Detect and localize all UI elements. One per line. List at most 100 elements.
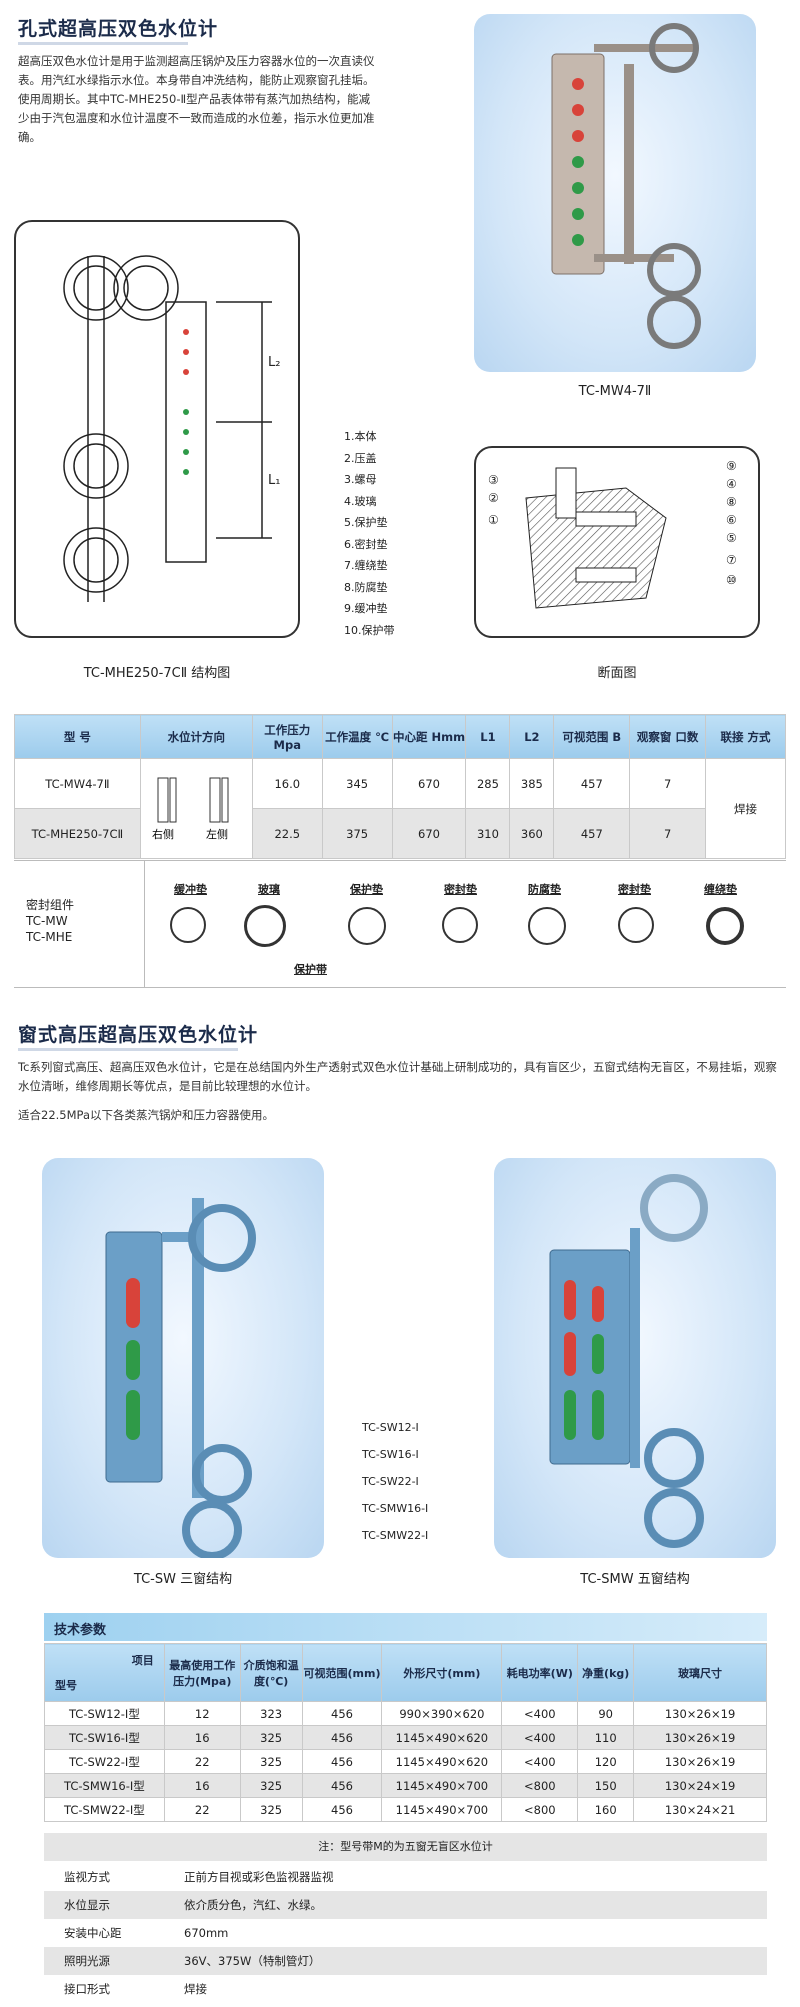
power-cell: <400 <box>501 1725 579 1750</box>
header-item-label: 项目 <box>131 1654 154 1667</box>
tc-sw-device-illustration <box>105 1198 256 1558</box>
kv-row-display: 水位显示 依介质分色，汽红、水绿。 <box>44 1891 767 1919</box>
direction-right-label: 右侧 <box>152 827 174 841</box>
col-header: 型 号 <box>14 714 141 759</box>
pressure-cell: 22.5 <box>251 808 323 859</box>
cross-section-frame: ③ ② ① ⑨ ④ ⑧ ⑥ ⑤ ⑦ ⑩ <box>474 446 760 638</box>
spec-table-1: 型 号 水位计方向 工作压力 Mpa 工作温度 ℃ 中心距 Hmm L1 L2 … <box>14 714 786 859</box>
structure-diagram: L₂ L₁ <box>63 255 280 602</box>
dim-l2-label: L₂ <box>268 355 280 370</box>
glass-cell: 130×24×19 <box>633 1773 767 1798</box>
pressure-cell: 16 <box>163 1725 241 1750</box>
seal-ring-protect <box>348 907 386 945</box>
seal-item-label: 缓冲垫 <box>174 883 207 896</box>
col-header: L2 <box>509 714 555 759</box>
model-cell: TC-MW4-7Ⅱ <box>14 758 141 809</box>
weight-cell: 90 <box>577 1701 635 1726</box>
seal-ring-gasket-2 <box>618 907 654 943</box>
col-header: 外形尺寸(mm) <box>381 1643 503 1702</box>
marker-left: ③ <box>488 473 499 487</box>
photo-tc-smw <box>494 1158 776 1558</box>
section2-description: Tc系列窗式高压、超高压双色水位计，它是在总结国内外生产透射式双色水位计基础上研… <box>18 1060 777 1093</box>
view-cell: 457 <box>553 808 631 859</box>
kv-row-monitor: 监视方式 正前方目视或彩色监视器监视 <box>44 1863 767 1891</box>
windows-cell: 7 <box>629 808 707 859</box>
col-header: 水位计方向 <box>139 714 253 759</box>
l1-cell: 310 <box>465 808 511 859</box>
section1-title: 孔式超高压双色水位计 <box>18 18 219 40</box>
col-header: 工作压力 Mpa <box>251 714 323 759</box>
power-cell: <800 <box>501 1797 579 1822</box>
l2-cell: 360 <box>509 808 555 859</box>
table-row: TC-SW12-Ⅰ型 12 323 456 990×390×620 <400 9… <box>44 1701 767 1726</box>
direction-diagram: 右侧 左侧 <box>152 777 229 841</box>
table-row: TC-MW4-7Ⅱ 右侧 左侧 16.0 345 670 285 385 457… <box>14 758 786 859</box>
weight-cell: 110 <box>577 1725 635 1750</box>
col-header: 可视范围 B <box>553 714 631 759</box>
temp-cell: 325 <box>239 1749 303 1774</box>
parts-list-item: 1.本体 <box>344 430 377 443</box>
seal-ring-anticorrosion <box>528 907 566 945</box>
model-cell: TC-SW16-Ⅰ型 <box>44 1725 165 1750</box>
power-cell: <400 <box>501 1701 579 1726</box>
parts-list-item: 5.保护垫 <box>344 516 388 529</box>
seal-ring-glass <box>244 905 286 947</box>
marker-right: ④ <box>726 477 737 491</box>
col-header: 耗电功率(W) <box>501 1643 579 1702</box>
col-header: 净重(kg) <box>577 1643 635 1702</box>
kv-row-interface: 接口形式 焊接 <box>44 1975 767 2003</box>
parts-list-item: 2.压盖 <box>344 451 377 465</box>
connection-cell: 焊接 <box>705 758 786 859</box>
kv-row-center-distance: 安装中心距 670mm <box>44 1919 767 1947</box>
seal-item-label: 保护垫 <box>350 883 383 896</box>
photo-tc-sw <box>42 1158 324 1558</box>
size-cell: 990×390×620 <box>381 1701 503 1726</box>
caption-cross-section: 断面图 <box>597 666 637 681</box>
col-header: 玻璃尺寸 <box>633 1643 767 1702</box>
seal-kit-divider <box>144 861 145 987</box>
temp-cell: 325 <box>239 1797 303 1822</box>
seal-item-label: 密封垫 <box>618 883 651 896</box>
caption-tc-smw: TC-SMW 五窗结构 <box>580 1572 690 1587</box>
model-list: TC-SW12-Ⅰ TC-SW16-Ⅰ TC-SW22-Ⅰ TC-SMW16-Ⅰ… <box>362 1414 428 1549</box>
weight-cell: 160 <box>577 1797 635 1822</box>
spec-table-2: 项目 型号 最高使用工作压力(Mpa) 介质饱和温度(℃) 可视范围(mm) 外… <box>44 1643 767 1822</box>
weight-cell: 120 <box>577 1749 635 1774</box>
parts-list-item: 9.缓冲垫 <box>344 602 388 615</box>
pressure-cell: 12 <box>163 1701 241 1726</box>
parts-list-item: 10.保护带 <box>344 623 395 637</box>
temp-cell: 375 <box>321 808 393 859</box>
col-header: 可视范围(mm) <box>301 1643 383 1702</box>
view-cell: 456 <box>301 1773 383 1798</box>
table-row: TC-MHE250-7CⅡ 22.5 375 670 310 360 457 7 <box>14 808 786 859</box>
kv-key: 监视方式 <box>64 1870 110 1884</box>
model-cell: TC-MHE250-7CⅡ <box>14 808 141 859</box>
windows-cell: 7 <box>629 758 707 809</box>
caption-tc-sw: TC-SW 三窗结构 <box>133 1572 233 1587</box>
kv-key: 水位显示 <box>64 1898 110 1912</box>
glass-cell: 130×26×19 <box>633 1749 767 1774</box>
size-cell: 1145×490×700 <box>381 1773 503 1798</box>
structure-diagram-frame: L₂ L₁ <box>14 220 300 638</box>
kv-key: 安装中心距 <box>64 1926 122 1940</box>
direction-left-label: 左侧 <box>206 828 228 841</box>
marker-right: ⑤ <box>726 531 737 545</box>
seal-ring-wound <box>706 907 744 945</box>
model-cell: TC-SW12-Ⅰ型 <box>44 1701 165 1726</box>
tech-params-header: 技术参数 <box>44 1613 767 1641</box>
marker-right: ⑨ <box>726 459 737 473</box>
size-cell: 1145×490×620 <box>381 1725 503 1750</box>
photo-tc-mw4 <box>474 14 756 372</box>
marker-right: ⑥ <box>726 513 737 527</box>
col-header: 中心距 Hmm <box>391 714 467 759</box>
seal-item-label: 密封垫 <box>444 883 477 896</box>
model-cell: TC-SMW16-Ⅰ型 <box>44 1773 165 1798</box>
pressure-cell: 22 <box>163 1797 241 1822</box>
marker-left: ② <box>488 491 499 505</box>
kv-value: 焊接 <box>184 1982 207 1996</box>
cross-section-diagram: ③ ② ① ⑨ ④ ⑧ ⑥ ⑤ ⑦ ⑩ <box>488 459 737 609</box>
seal-kit-label-line: 密封组件 <box>26 898 75 912</box>
view-cell: 456 <box>301 1797 383 1822</box>
parts-list-item: 3.螺母 <box>344 473 377 486</box>
power-cell: <800 <box>501 1773 579 1798</box>
